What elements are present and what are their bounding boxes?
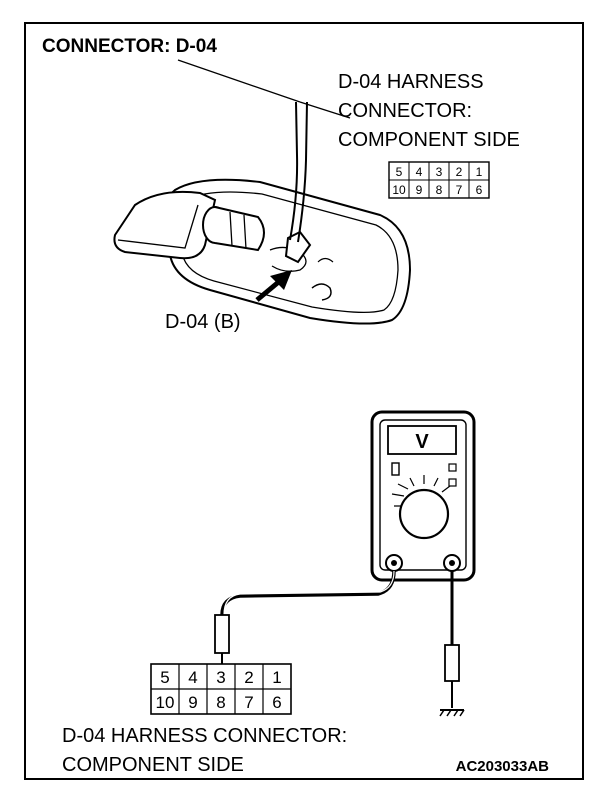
bottom-connector-label-line1: D-04 HARNESS CONNECTOR: xyxy=(62,725,347,747)
top-connector-label-line3: COMPONENT SIDE xyxy=(338,129,520,151)
connector-pointer-arrow xyxy=(255,270,292,302)
large-pin-1: 1 xyxy=(272,668,281,687)
diagram-title: CONNECTOR: D-04 xyxy=(42,36,217,57)
large-pin-9: 9 xyxy=(188,693,197,712)
small-pin-3: 3 xyxy=(436,165,443,179)
harness-wire-right xyxy=(297,101,308,243)
small-pin-8: 8 xyxy=(436,183,443,197)
meter-jack-b xyxy=(448,478,457,487)
large-pin-3: 3 xyxy=(216,668,225,687)
title-leader-line xyxy=(177,59,301,103)
meter-jack-a xyxy=(448,463,457,472)
meter-display-reading: V xyxy=(415,431,429,453)
top-connector-label-line2: CONNECTOR: xyxy=(338,100,472,122)
large-pin-8: 8 xyxy=(216,693,225,712)
meter-display xyxy=(387,425,457,455)
small-pin-6: 6 xyxy=(476,183,483,197)
small-connector-face: 5 4 3 2 1 10 9 8 7 6 xyxy=(388,161,490,199)
figure-frame xyxy=(24,22,584,780)
large-pin-6: 6 xyxy=(272,693,281,712)
ground-icon xyxy=(439,709,465,717)
multimeter: V xyxy=(370,410,476,582)
small-pin-4: 4 xyxy=(416,165,423,179)
small-pin-10: 10 xyxy=(392,183,406,197)
figure-code: AC203033AB xyxy=(456,758,550,775)
test-lead-to-connector xyxy=(214,570,396,678)
meter-switch xyxy=(391,462,400,476)
large-pin-5: 5 xyxy=(160,668,169,687)
large-connector-face: 5 4 3 2 1 10 9 8 7 6 xyxy=(150,663,292,715)
connector-callout-label: D-04 (B) xyxy=(165,311,241,333)
harness-wire-left xyxy=(289,101,299,241)
large-pin-4: 4 xyxy=(188,668,197,687)
small-pin-2: 2 xyxy=(456,165,463,179)
meter-rotary-dial xyxy=(398,488,450,540)
ground-lead xyxy=(444,571,460,708)
small-pin-9: 9 xyxy=(416,183,423,197)
small-pin-1: 1 xyxy=(476,165,483,179)
top-connector-label-line1: D-04 HARNESS xyxy=(338,71,484,93)
small-pin-7: 7 xyxy=(456,183,463,197)
bottom-connector-label-line2: COMPONENT SIDE xyxy=(62,754,244,776)
large-pin-10: 10 xyxy=(156,693,175,712)
small-pin-5: 5 xyxy=(396,165,403,179)
harness-leader-line xyxy=(299,101,351,119)
large-pin-7: 7 xyxy=(244,693,253,712)
large-pin-2: 2 xyxy=(244,668,253,687)
mirror-component-illustration xyxy=(113,178,412,325)
